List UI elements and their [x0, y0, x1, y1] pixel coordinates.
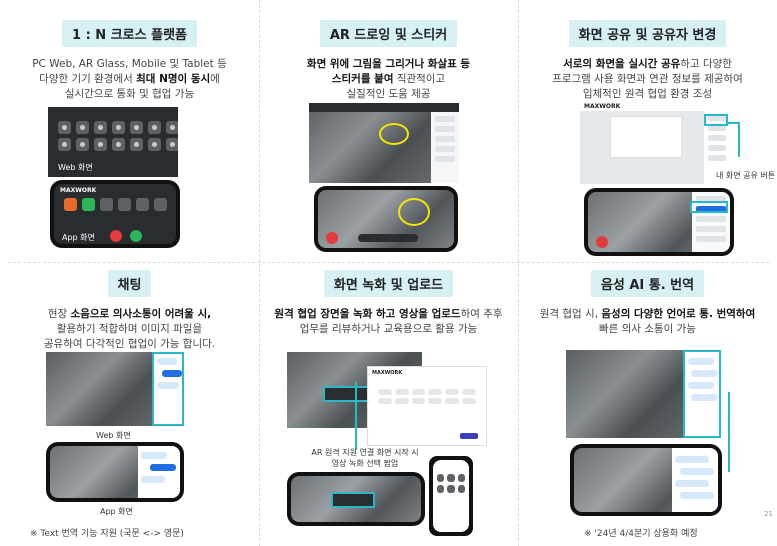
app-screen-caption: App 화면 — [100, 507, 133, 516]
column-divider — [259, 0, 260, 546]
feature-ar-drawing: AR 드로잉 및 스티커 화면 위에 그림을 그리거나 화살표 등 스티커를 붙… — [259, 0, 518, 273]
feature-ai-translation: 음성 AI 통. 번역 원격 협업 시, 음성의 다양한 언어로 통. 번역하여… — [518, 262, 777, 539]
callout-line — [726, 122, 740, 124]
feature-description: 화면 위에 그림을 그리거나 화살표 등 스티커를 붙여 직관적이고 실질적인 … — [306, 58, 471, 100]
feature-description: 현장 소음으로 의사소통이 어려울 시, 활용하기 적합하며 이미지 파일을 공… — [43, 308, 216, 350]
web-screen-mockup — [46, 352, 184, 426]
end-call-button[interactable] — [110, 230, 122, 242]
brand-logo: MAXWORK — [372, 370, 403, 376]
feature-title: 1 : N 크로스 플랫폼 — [62, 20, 197, 47]
app-screen-mockup — [584, 188, 734, 256]
upload-dialog-mockup: MAXWORK — [367, 366, 487, 446]
chat-panel — [154, 352, 184, 426]
participant-grid — [64, 198, 167, 211]
feature-description: 원격 협업 장면을 녹화 하고 영상을 업로드하여 추후 업무를 리뷰하거나 교… — [274, 308, 503, 335]
chat-panel — [138, 446, 180, 498]
ar-drawing-mark — [379, 123, 409, 145]
feature-description: 원격 협업 시, 음성의 다양한 언어로 통. 번역하여 빠른 의사 소통이 가… — [539, 308, 756, 335]
translation-highlight — [683, 350, 721, 438]
brand-logo: MAXWORK — [584, 103, 621, 110]
record-popup — [323, 386, 371, 402]
web-screen-mockup: MAXWORK — [580, 102, 730, 184]
footnote: ※ Text 번역 기능 지원 (국문 <-> 영문) — [30, 529, 184, 539]
accept-call-button[interactable] — [130, 230, 142, 242]
feature-screen-share: 화면 공유 및 공유자 변경 서로의 화면을 실시간 공유하고 다양한 프로그램… — [518, 0, 777, 273]
upload-button[interactable] — [460, 433, 478, 439]
feature-title: 채팅 — [107, 270, 152, 297]
feature-description: 서로의 화면을 실시간 공유하고 다양한 프로그램 사용 화면과 연관 정보를 … — [552, 58, 743, 100]
translation-panel — [672, 448, 718, 512]
column-divider — [518, 0, 519, 546]
feature-title: 음성 AI 통. 번역 — [590, 270, 705, 297]
share-button-caption: 내 화면 공유 버튼 — [716, 171, 776, 180]
app-screen-mockup: MAXWORK App 화면 — [50, 180, 180, 248]
web-screen-mockup — [566, 350, 721, 438]
callout-line — [728, 392, 730, 472]
app-screen-mockup — [287, 472, 425, 526]
feature-title: AR 드로잉 및 스티커 — [319, 20, 458, 47]
footnote: ※ '24년 4/4분기 상용화 예정 — [584, 529, 698, 539]
feature-recording: 화면 녹화 및 업로드 원격 협업 장면을 녹화 하고 영상을 업로드하여 추후… — [259, 262, 518, 536]
web-screen-caption: Web 화면 — [58, 163, 93, 172]
brand-logo: MAXWORK — [60, 187, 97, 194]
feature-description: PC Web, AR Glass, Mobile 및 Tablet 등 다양한 … — [32, 58, 227, 100]
chat-highlight — [152, 352, 184, 426]
feature-chat: 채팅 현장 소음으로 의사소통이 어려울 시, 활용하기 적합하며 이미지 파일… — [0, 262, 259, 539]
app-screen-mockup — [314, 186, 458, 252]
share-button-highlight — [704, 114, 728, 126]
row-divider — [8, 262, 769, 263]
web-screen-mockup — [309, 103, 459, 183]
app-screen-mockup — [570, 444, 722, 516]
shared-screen-dialog — [610, 116, 682, 158]
translation-panel — [685, 350, 721, 438]
feature-cross-platform: 1 : N 크로스 플랫폼 PC Web, AR Glass, Mobile 및… — [0, 0, 259, 273]
app-screen-mockup — [46, 442, 184, 502]
callout-line — [738, 122, 740, 157]
end-call-button[interactable] — [326, 232, 338, 244]
web-screen-caption: Web 화면 — [96, 431, 131, 440]
web-screen-mockup: Web 화면 — [48, 107, 178, 177]
feature-title: 화면 공유 및 공유자 변경 — [568, 20, 727, 47]
end-call-button[interactable] — [596, 236, 608, 248]
page-number: 21 — [764, 510, 773, 518]
participant-panel — [431, 112, 459, 183]
mobile-app-mockup — [429, 456, 473, 536]
callout-line — [355, 382, 357, 450]
participant-panel — [704, 111, 730, 184]
share-button-highlight — [690, 201, 728, 213]
feature-title: 화면 녹화 및 업로드 — [323, 270, 454, 297]
record-popup — [331, 492, 375, 508]
ar-drawing-mark — [398, 198, 430, 226]
app-screen-caption: App 화면 — [62, 233, 95, 242]
participant-grid — [58, 121, 178, 151]
